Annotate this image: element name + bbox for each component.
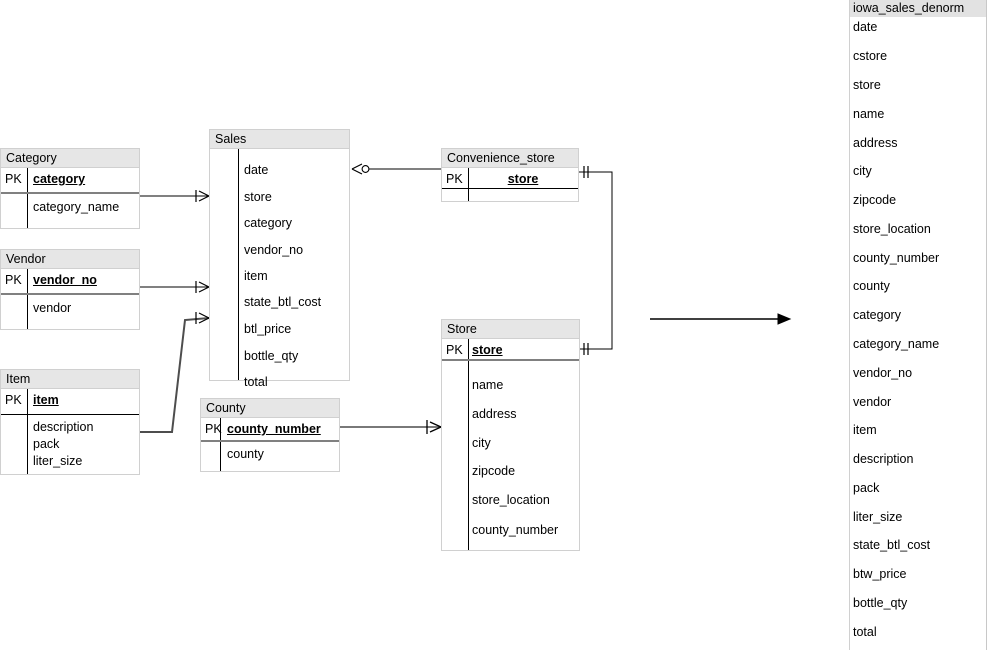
field-name: name — [472, 378, 504, 392]
denormalized-table-panel[interactable]: iowa_sales_denorm date cstore store name… — [849, 0, 987, 650]
key-gutter-divider — [220, 418, 221, 471]
entity-body-category: PK category category_name — [1, 168, 139, 228]
pk-field-county-number: county_number — [227, 422, 321, 436]
field-description: description — [33, 420, 94, 434]
field-category-name: category_name — [33, 200, 120, 214]
pk-marker: PK — [446, 343, 463, 357]
entity-title-sales: Sales — [210, 130, 349, 149]
entity-title-item: Item — [1, 370, 139, 389]
entity-body-county: PK county_number county — [201, 418, 339, 471]
entity-pk-row-vendor: PK vendor_no — [1, 269, 139, 295]
field-store: store — [244, 190, 272, 204]
sidebar-column-date: date — [853, 20, 878, 34]
relationship-convenience-store-store — [579, 166, 613, 355]
sidebar-column-pack: pack — [853, 481, 880, 495]
entity-title-category: Category — [1, 149, 139, 168]
pk-marker: PK — [5, 172, 22, 186]
sidebar-column-category-name: category_name — [853, 337, 940, 351]
field-btl-price: btl_price — [244, 322, 292, 336]
pk-marker: PK — [205, 422, 222, 436]
pk-field-vendor-no: vendor_no — [33, 273, 97, 287]
key-gutter-divider — [468, 168, 469, 201]
entity-vendor[interactable]: Vendor PK vendor_no vendor — [0, 249, 140, 330]
sidebar-column-total: total — [853, 625, 877, 639]
field-category: category — [244, 216, 292, 230]
entity-store[interactable]: Store PK store name address city zipcode… — [441, 319, 580, 551]
entity-title-vendor: Vendor — [1, 250, 139, 269]
relationship-vendor-sales — [140, 281, 210, 293]
key-gutter-divider — [27, 269, 28, 329]
sidebar-column-cstore: cstore — [853, 49, 888, 63]
key-gutter-divider — [27, 168, 28, 228]
relationship-category-sales — [140, 190, 210, 202]
entity-body-vendor: PK vendor_no vendor — [1, 269, 139, 329]
field-bottle-qty: bottle_qty — [244, 349, 299, 363]
pk-marker: PK — [5, 273, 22, 287]
pk-marker: PK — [446, 172, 463, 186]
entity-title-store: Store — [442, 320, 579, 339]
entity-sales[interactable]: Sales date store category vendor_no item… — [209, 129, 350, 389]
field-date: date — [244, 163, 269, 177]
key-gutter-divider — [238, 149, 239, 380]
sidebar-column-address: address — [853, 136, 898, 150]
sidebar-column-zipcode: zipcode — [853, 193, 897, 207]
sidebar-column-name: name — [853, 107, 885, 121]
sidebar-column-state-btl-cost: state_btl_cost — [853, 538, 931, 552]
field-vendor-no: vendor_no — [244, 243, 304, 257]
sidebar-column-category: category — [853, 308, 901, 322]
sidebar-column-item: item — [853, 423, 877, 437]
pk-field-store: store — [472, 343, 503, 357]
entity-category[interactable]: Category PK category category_name — [0, 148, 140, 229]
denormalized-table-title: iowa_sales_denorm — [850, 0, 986, 17]
sidebar-column-store: store — [853, 78, 881, 92]
field-city: city — [472, 436, 491, 450]
entity-pk-row-store: PK store — [442, 339, 579, 361]
field-liter-size: liter_size — [33, 454, 83, 468]
sidebar-column-bottle-qty: bottle_qty — [853, 596, 908, 610]
field-total: total — [244, 375, 268, 389]
entity-pk-row-convenience-store: PK store — [442, 168, 578, 189]
pk-field-category: category — [33, 172, 86, 186]
sidebar-column-county: county — [853, 279, 890, 293]
entity-pk-row-county: PK county_number — [201, 418, 339, 442]
entity-body-item: PK item description pack liter_size — [1, 389, 139, 474]
sidebar-column-vendor-no: vendor_no — [853, 366, 913, 380]
entity-body-convenience-store: PK store — [442, 168, 578, 201]
sidebar-column-city: city — [853, 164, 872, 178]
entity-title-convenience-store: Convenience_store — [442, 149, 578, 168]
entity-body-store: PK store name address city zipcode store… — [442, 339, 579, 550]
field-address: address — [472, 407, 517, 421]
field-pack: pack — [33, 437, 60, 451]
key-gutter-divider — [468, 339, 469, 550]
entity-convenience-store[interactable]: Convenience_store PK store — [441, 148, 579, 202]
field-store-location: store_location — [472, 493, 550, 507]
entity-body-sales: date store category vendor_no item state… — [210, 149, 349, 389]
pk-marker: PK — [5, 393, 22, 407]
field-vendor: vendor — [33, 301, 72, 315]
field-county-number: county_number — [472, 523, 559, 537]
entity-pk-row-category: PK category — [1, 168, 139, 194]
key-gutter-divider — [27, 389, 28, 474]
relationship-item-sales — [140, 312, 210, 433]
entity-county[interactable]: County PK county_number county — [200, 398, 340, 472]
relationship-sales-convenience-store — [351, 163, 441, 175]
field-county: county — [227, 447, 264, 461]
field-item: item — [244, 269, 268, 283]
sidebar-column-btw-price: btw_price — [853, 567, 907, 581]
sidebar-column-county-number: county_number — [853, 251, 940, 265]
sidebar-column-vendor: vendor — [853, 395, 892, 409]
sidebar-column-description: description — [853, 452, 914, 466]
entity-item[interactable]: Item PK item description pack liter_size — [0, 369, 140, 475]
entity-title-county: County — [201, 399, 339, 418]
entity-pk-row-item: PK item — [1, 389, 139, 415]
sidebar-column-liter-size: liter_size — [853, 510, 903, 524]
field-zipcode: zipcode — [472, 464, 516, 478]
pk-field-store: store — [507, 172, 539, 186]
entity-empty-row — [442, 189, 578, 201]
field-state-btl-cost: state_btl_cost — [244, 295, 322, 309]
sidebar-column-store-location: store_location — [853, 222, 931, 236]
denormalization-arrow — [650, 313, 792, 325]
relationship-county-store — [340, 420, 442, 434]
pk-field-item: item — [33, 393, 59, 407]
